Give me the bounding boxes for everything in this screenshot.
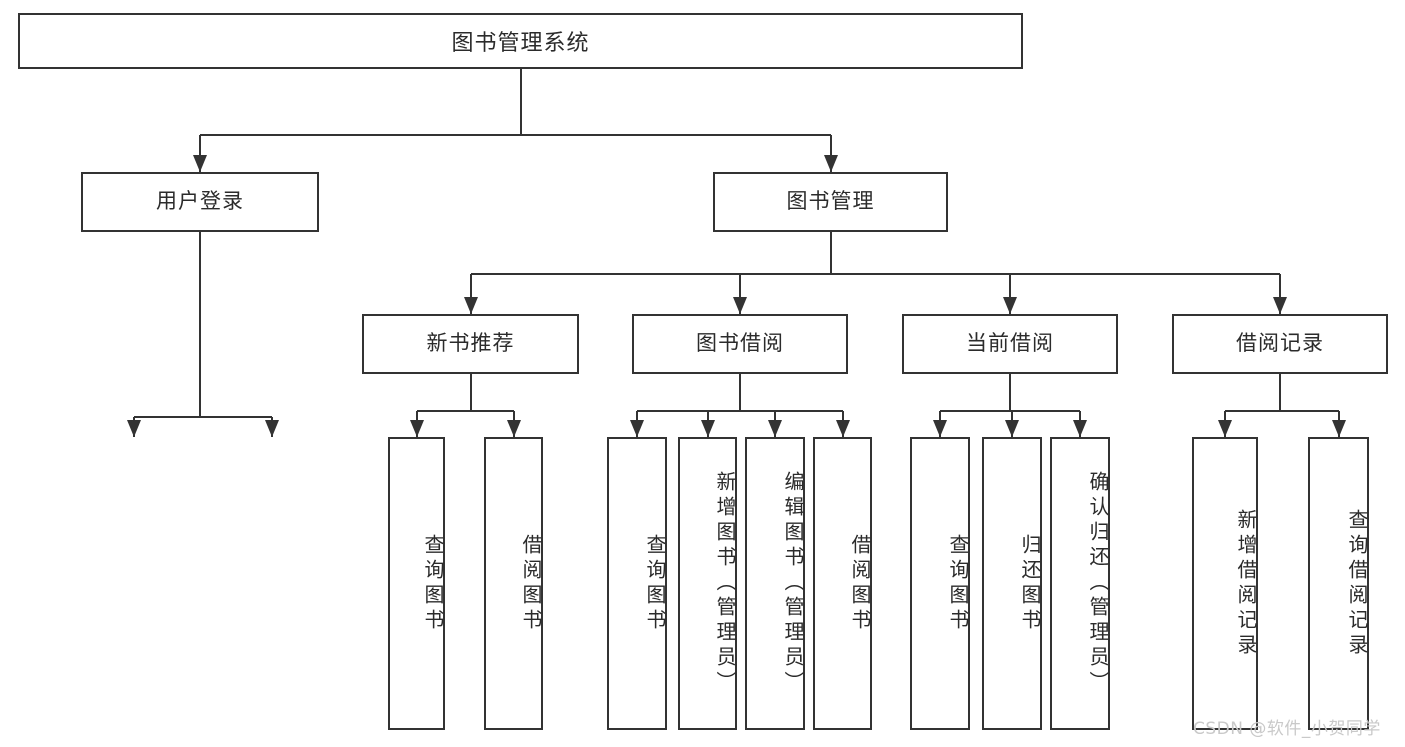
node-leaf-2-0-label: 查询图书 — [946, 533, 970, 634]
connector-drop — [1009, 274, 1011, 314]
connector-bus — [940, 410, 1080, 412]
connector-drop — [469, 274, 472, 314]
node-level2-1[interactable]: 图书借阅 — [632, 314, 848, 374]
arrow-head-icon — [1005, 420, 1019, 437]
arrow-head-icon — [463, 297, 478, 314]
connector-stem — [469, 374, 472, 411]
arrow-head-icon — [700, 420, 715, 437]
arrow-head-icon — [823, 155, 838, 172]
node-level2-0[interactable]: 新书推荐 — [362, 314, 579, 374]
node-leaf-1-2-label: 编辑图书（管理员） — [781, 471, 805, 696]
connector-drop — [739, 274, 741, 314]
node-level2-2-label: 当前借阅 — [966, 331, 1054, 356]
node-leaf-2-1-label: 归还图书 — [1018, 533, 1042, 634]
connector-bus — [470, 273, 1280, 275]
node-leaf-2-0[interactable]: 查询图书 — [910, 437, 970, 730]
node-level1-0-label: 用户登录 — [156, 189, 244, 214]
connector-stem — [199, 232, 201, 417]
csdn-watermark: CSDN @软件_小贺同学 — [1193, 719, 1381, 739]
node-level2-1-label: 图书借阅 — [696, 331, 784, 356]
connector-bus — [200, 134, 831, 136]
connector-stem — [519, 69, 522, 135]
node-leaf-1-3[interactable]: 借阅图书 — [813, 437, 872, 730]
node-level2-3[interactable]: 借阅记录 — [1172, 314, 1388, 374]
arrow-head-icon — [506, 420, 521, 437]
connector-drop — [829, 135, 832, 172]
node-leaf-1-0[interactable]: 查询图书 — [607, 437, 667, 730]
node-level1-0[interactable]: 用户登录 — [81, 172, 319, 232]
connector-stem — [739, 374, 741, 411]
node-level2-0-label: 新书推荐 — [426, 331, 515, 356]
arrow-head-icon — [630, 420, 644, 437]
arrow-head-icon — [835, 420, 850, 437]
arrow-head-icon — [733, 297, 747, 314]
node-leaf-3-1[interactable]: 查询借阅记录 — [1308, 437, 1369, 730]
node-level1-1[interactable]: 图书管理 — [713, 172, 948, 232]
connector-bus — [416, 410, 514, 412]
node-leaf-2-1[interactable]: 归还图书 — [982, 437, 1042, 730]
node-root[interactable]: 图书管理系统 — [18, 13, 1023, 69]
arrow-head-icon — [1003, 297, 1017, 314]
connector-bus — [637, 410, 843, 412]
arrow-head-icon — [126, 420, 141, 437]
connector-bus — [133, 416, 272, 418]
node-level2-2[interactable]: 当前借阅 — [902, 314, 1118, 374]
arrow-head-icon — [768, 420, 782, 437]
node-leaf-2-2[interactable]: 确认归还（管理员） — [1050, 437, 1110, 730]
arrow-head-icon — [1331, 420, 1346, 437]
connector-bus — [1225, 410, 1339, 412]
node-leaf-0-0[interactable]: 查询图书 — [388, 437, 445, 730]
node-leaf-1-1-label: 新增图书（管理员） — [713, 471, 737, 696]
connector-stem — [829, 232, 832, 274]
arrow-head-icon — [1073, 420, 1087, 437]
node-leaf-1-0-label: 查询图书 — [643, 533, 667, 634]
arrow-head-icon — [264, 420, 279, 437]
arrow-head-icon — [193, 155, 207, 172]
node-leaf-0-1-label: 借阅图书 — [519, 533, 543, 634]
node-level2-3-label: 借阅记录 — [1236, 331, 1324, 356]
connector-drop — [1279, 274, 1281, 314]
node-leaf-3-0-label: 新增借阅记录 — [1234, 508, 1258, 659]
connector-stem — [1279, 374, 1281, 411]
node-root-label: 图书管理系统 — [451, 31, 590, 56]
node-leaf-1-1[interactable]: 新增图书（管理员） — [678, 437, 737, 730]
connector-drop — [199, 135, 201, 172]
arrow-head-icon — [1218, 420, 1232, 437]
arrow-head-icon — [1273, 297, 1287, 314]
arrow-head-icon — [933, 420, 947, 437]
node-leaf-3-1-label: 查询借阅记录 — [1345, 508, 1369, 659]
node-leaf-0-1[interactable]: 借阅图书 — [484, 437, 543, 730]
node-level1-1-label: 图书管理 — [786, 189, 875, 214]
node-leaf-1-2[interactable]: 编辑图书（管理员） — [745, 437, 805, 730]
connector-stem — [1009, 374, 1011, 411]
arrow-head-icon — [409, 420, 424, 437]
node-leaf-2-2-label: 确认归还（管理员） — [1086, 471, 1110, 696]
node-leaf-0-0-label: 查询图书 — [421, 533, 445, 634]
node-leaf-1-3-label: 借阅图书 — [848, 533, 872, 634]
node-leaf-3-0[interactable]: 新增借阅记录 — [1192, 437, 1258, 730]
